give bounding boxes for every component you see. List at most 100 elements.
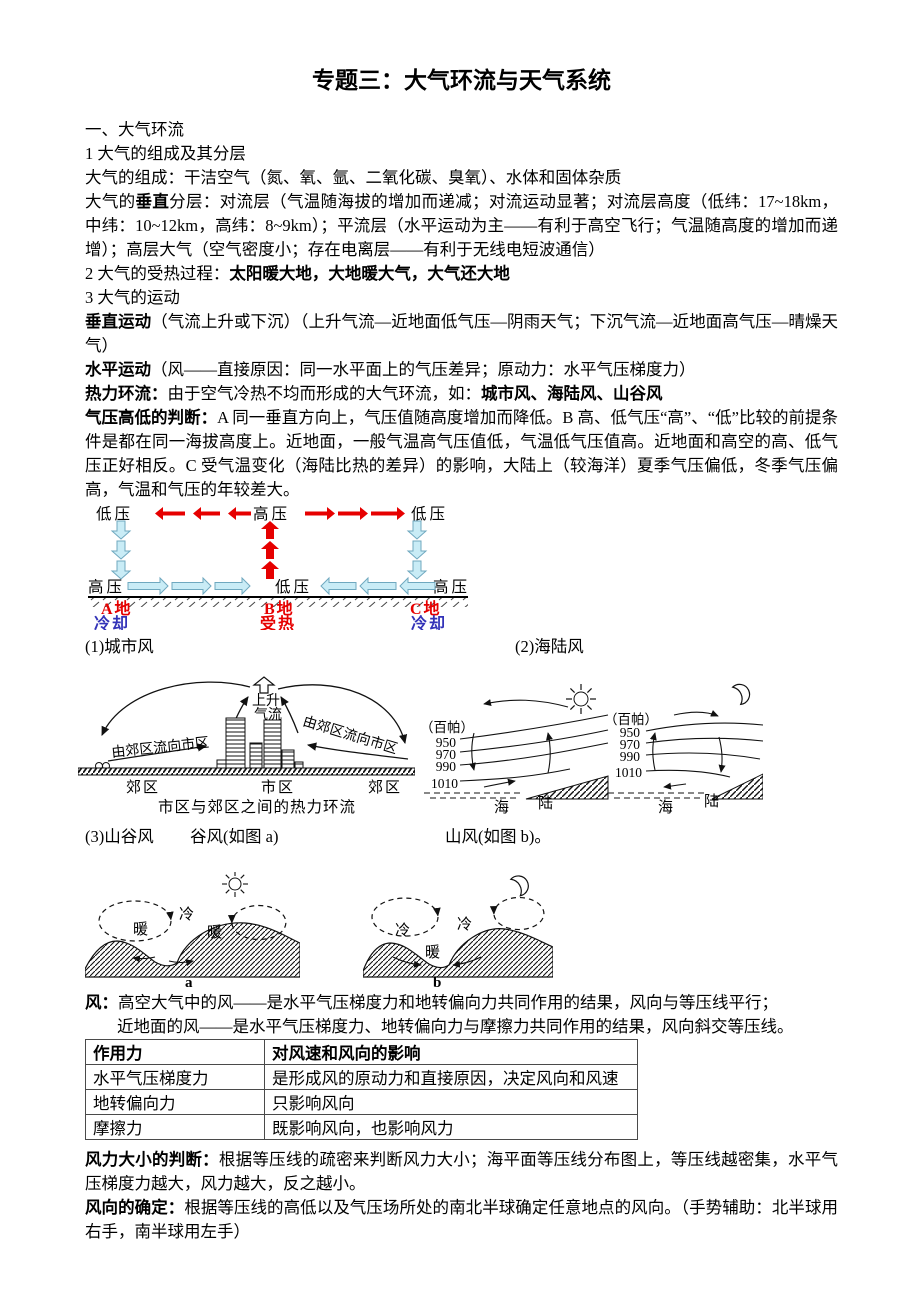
flow-label-left: 由郊区流向市区: [111, 734, 210, 761]
sea-land-breeze-figure: （百帕） 950 970 990 1010 海 陆: [420, 683, 763, 816]
text-run: 大气的: [85, 192, 136, 211]
sea-waves-night: [608, 792, 706, 799]
paragraph-wind-2: 近地面的风——是水平气压梯度力、地转偏向力与摩擦力共同作用的结果，风向斜交等压线…: [117, 1017, 794, 1036]
paragraph-pressure-judgement: 气压高低的判断：A 同一垂直方向上，气压值随高度增加而降低。B 高、低气压“高”…: [85, 406, 838, 502]
cold-label-left: 冷: [395, 922, 412, 939]
land-slope-day: [525, 775, 609, 800]
text-run-bold: 风：: [85, 993, 118, 1012]
isobar-1010-day: 1010: [431, 776, 458, 791]
text-run: 分层：对流层（气温随海拔的增加而递减；对流运动显著；对流层高度（低纬：17~18…: [85, 192, 839, 259]
paragraph-wind-1: 风：高空大气中的风——是水平气压梯度力和地转偏向力共同作用的结果，风向与等压线平…: [85, 991, 838, 1015]
sub-heading-3: 3 大气的运动: [85, 288, 180, 307]
rise-arc-right: [280, 696, 299, 734]
isobar-970-day: 970: [436, 747, 457, 762]
ground-band: [78, 767, 415, 776]
paragraph-vertical-motion: 垂直运动（气流上升或下沉）（上升气流—近地面低气压—阴雨天气；下沉气流—近地面高…: [85, 310, 838, 358]
pressure-label-top-right: 低压: [411, 505, 448, 523]
pressure-unit-night: （百帕）: [604, 712, 658, 727]
text-run: 2 大气的受热过程：: [85, 264, 230, 283]
suburb-label-right: 郊区: [368, 779, 402, 796]
rising-air-arrow: [252, 676, 276, 694]
ground-hatch: [88, 598, 468, 607]
text-run-bold: 垂直: [135, 192, 170, 211]
surface-flow-arrows: [127, 576, 436, 596]
cell-force: 摩擦力: [85, 1114, 265, 1140]
paragraph-composition: 大气的组成：干洁空气（氮、氧、氩、二氧化碳、臭氧）、水体和固体杂质: [85, 168, 622, 187]
valley-wind-figure-b: 冷 暖 冷 b: [363, 875, 553, 989]
valley-caption-row: (3)山谷风 谷风(如图 a) 山风(如图 b)。: [85, 825, 838, 849]
table-row: 水平气压梯度力 是形成风的原动力和直接原因，决定风向和风速: [85, 1064, 638, 1090]
sun-icon: [222, 872, 248, 897]
text-run-bold: 城市风、海陆风、山谷风: [481, 384, 663, 403]
paragraph-thermal-circulation: 热力环流：由于空气冷热不均而形成的大气环流，如：城市风、海陆风、山谷风: [85, 382, 838, 406]
text-run-bold: 气压高低的判断：: [85, 408, 218, 427]
warm-label-right: 暖: [207, 924, 224, 941]
urban-label: 市区: [261, 779, 295, 796]
valley-wind-figure-a: 暖 冷 暖 a: [85, 872, 300, 989]
paragraph-horizontal-motion: 水平运动（风——直接原因：同一水平面上的气压差异；原动力：水平气压梯度力）: [85, 358, 838, 382]
text-run: 根据等压线的高低以及气压场所处的南北半球确定任意地点的风向。（手势辅助：北半球用…: [85, 1198, 839, 1241]
caption-valley-breeze: 谷风(如图 a): [190, 827, 279, 846]
rising-air-label-2: 气流: [254, 707, 282, 723]
isobar-990-night: 990: [620, 749, 641, 764]
pressure-label-top-center: 高压: [253, 505, 290, 523]
upper-flow-arc-left: [101, 681, 251, 736]
caption-sea-land-wind: (2)海陆风: [515, 637, 584, 656]
pressure-label-bottom-left: 高压: [88, 578, 125, 596]
slope-arrow-left: [132, 955, 156, 963]
isobar-970-night: 970: [620, 737, 641, 752]
cell-effect: 是形成风的原动力和直接原因，决定风向和风速: [264, 1064, 638, 1090]
upper-flow-arc-right: [277, 684, 408, 745]
sub-heading-1: 1 大气的组成及其分层: [85, 144, 246, 163]
text-run-bold: 太阳暖大地，大地暖大气，大气还大地: [229, 264, 510, 283]
forces-table: 作用力 对风速和风向的影响 水平气压梯度力 是形成风的原动力和直接原因，决定风向…: [85, 1039, 638, 1140]
table-row: 地转偏向力 只影响风向: [85, 1089, 638, 1115]
panel-label-b: b: [433, 975, 441, 989]
site-c-label: C地: [410, 599, 442, 618]
text-run-bold: 风向的确定：: [85, 1198, 185, 1217]
slope-arrow-right: [168, 959, 194, 967]
mountain-terrain-night: [363, 928, 553, 978]
header-effect: 对风速和风向的影响: [264, 1039, 638, 1065]
isobars-day: [459, 714, 609, 782]
thermal-circulation-figure: 低压 高压 低压 高压 低压: [88, 505, 468, 633]
table-header-row: 作用力 对风速和风向的影响: [85, 1039, 638, 1065]
land-slope-night: [711, 773, 763, 800]
header-force: 作用力: [85, 1039, 265, 1065]
pressure-label-bottom-right: 高压: [433, 578, 468, 596]
sinking-air-arrows-left: [110, 520, 132, 580]
site-c-state: 冷却: [411, 614, 447, 630]
caption-city-wind: (1)城市风: [85, 637, 154, 656]
sinking-air-arrows-right: [406, 520, 428, 580]
rising-air-arrows-center: [261, 521, 279, 579]
isobar-990-day: 990: [436, 759, 457, 774]
text-run-bold: 热力环流：: [85, 384, 168, 403]
flow-label-right: 由郊区流向市区: [301, 713, 400, 758]
pressure-label-top-left: 低压: [96, 505, 133, 523]
text-run: A 同一垂直方向上，气压值随高度增加而降低。B 高、低气压“高”、“低”比较的前…: [85, 408, 838, 499]
cold-label-right: 冷: [457, 916, 474, 933]
cell-force: 水平气压梯度力: [85, 1064, 265, 1090]
city-sea-figures-row: 上升 气流 由郊区流向市区 由郊区流向市区: [78, 675, 838, 817]
site-a-label: A地: [101, 599, 133, 618]
caption-valley-wind: (3)山谷风: [85, 827, 154, 846]
site-a-state: 冷却: [94, 614, 130, 630]
sun-icon: [566, 684, 596, 714]
rising-air-label-1: 上升: [252, 693, 280, 709]
isobar-1010-night: 1010: [615, 765, 642, 780]
warm-label-center: 暖: [425, 944, 442, 961]
panel-label-a: a: [185, 975, 193, 989]
city-buildings: [216, 717, 304, 773]
slope-arrow-left: [392, 956, 422, 968]
suburb-label-left: 郊区: [126, 779, 160, 796]
cell-effect: 只影响风向: [264, 1089, 638, 1115]
text-run-bold: 水平运动: [85, 360, 151, 379]
land-label-night: 陆: [704, 793, 721, 810]
thermal-circulation-figure-wrap: 低压 高压 低压 高压 低压: [88, 502, 838, 635]
circulation-loop-left: [371, 897, 441, 937]
text-run: （风——直接原因：同一水平面上的气压差异；原动力：水平气压梯度力）: [151, 360, 696, 379]
mountain-terrain-day: [85, 922, 300, 978]
slope-arrow-right: [452, 956, 482, 968]
land-label-day: 陆: [538, 795, 555, 812]
